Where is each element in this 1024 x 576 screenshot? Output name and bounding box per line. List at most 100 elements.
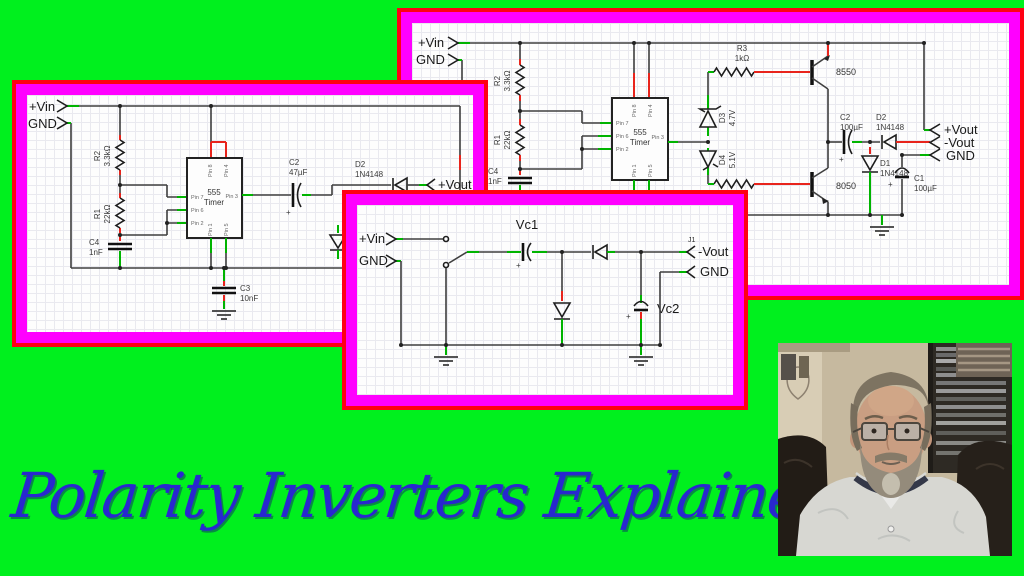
svg-text:C4: C4 [89, 238, 100, 247]
svg-text:R3: R3 [737, 44, 748, 53]
gnd-port-label: GND [28, 116, 57, 131]
gnd-port-label: GND [416, 52, 445, 67]
resistor-r3: R3 1kΩ [708, 44, 810, 78]
output-connector-icon [685, 245, 696, 279]
svg-text:R1: R1 [493, 134, 502, 145]
junction-dots [118, 104, 228, 270]
capacitor-c2: + C2 47µF [286, 158, 308, 217]
schematic-panel-center-border: +Vin GND Vc1 + [346, 194, 744, 406]
capacitor-vc2: + Vc2 [626, 252, 679, 345]
svg-text:Pin 5: Pin 5 [224, 223, 230, 236]
svg-text:D1: D1 [880, 159, 891, 168]
svg-text:22kΩ: 22kΩ [103, 205, 112, 224]
wire-heart-decor [786, 366, 810, 400]
switch [442, 235, 468, 345]
svg-text:100µF: 100µF [840, 123, 863, 132]
svg-text:C3: C3 [240, 284, 251, 293]
svg-text:+: + [516, 261, 521, 270]
svg-text:Pin 7: Pin 7 [191, 195, 204, 201]
capacitor-c2: + C2 100µF [828, 113, 863, 164]
ground-symbol [870, 215, 894, 236]
svg-text:555: 555 [633, 128, 647, 137]
transistor-8550: 8550 [810, 43, 856, 142]
svg-text:Pin 5: Pin 5 [648, 164, 654, 177]
junction-dots [399, 250, 662, 347]
svg-text:Pin 2: Pin 2 [616, 147, 629, 153]
capacitor-c1: + C1 100µF [888, 154, 937, 215]
vout-port-label: -Vout [698, 244, 729, 259]
page-title: Polarity Inverters Explained [8, 458, 844, 532]
svg-text:1N4148: 1N4148 [876, 123, 905, 132]
svg-text:Pin 3: Pin 3 [225, 194, 238, 200]
svg-text:R2: R2 [93, 150, 102, 161]
vin-port-label: +Vin [29, 99, 55, 114]
ic-555-timer: 555 Timer Pin 7 Pin 6 Pin 2 Pin 3 Pin 8 … [186, 106, 243, 268]
drawstring [887, 525, 895, 533]
zener-d3: D3 4.7V [697, 72, 737, 136]
svg-text:Timer: Timer [630, 138, 650, 147]
mustache [875, 452, 907, 463]
input-connector-icon [385, 232, 398, 268]
svg-text:D2: D2 [355, 160, 366, 169]
svg-text:C1: C1 [914, 174, 925, 183]
vout-pos-label: +Vout [944, 122, 978, 137]
svg-text:8550: 8550 [836, 67, 856, 77]
ground-symbol [212, 310, 236, 320]
circuit-left: +Vin GND R2 3.3kΩ R1 22kΩ C4 1nF [28, 99, 472, 320]
schematic-sheet-center: +Vin GND Vc1 + [357, 205, 733, 395]
presenter-illustration [778, 343, 1012, 556]
svg-text:1nF: 1nF [89, 248, 103, 257]
svg-text:Pin 1: Pin 1 [632, 164, 638, 177]
beard [859, 439, 923, 498]
nose [886, 434, 890, 451]
capacitor-vc1: Vc1 + [507, 217, 547, 270]
svg-text:Pin 4: Pin 4 [224, 164, 230, 177]
svg-text:555: 555 [207, 188, 221, 197]
svg-text:R2: R2 [493, 75, 502, 86]
svg-text:Pin 4: Pin 4 [648, 104, 654, 117]
svg-text:+: + [286, 208, 291, 217]
gnd-port-label: GND [359, 253, 388, 268]
media-shelf [928, 343, 1012, 473]
input-connector-icon [447, 36, 460, 67]
svg-text:D4: D4 [718, 154, 727, 165]
capacitor-c4: C4 1nF [89, 235, 132, 268]
circuit-right: +Vin GND R2 3.3kΩ R1 22kΩ C4 1nF [416, 35, 978, 236]
resistor-r2: R2 3.3kΩ [93, 106, 126, 185]
capacitor-c3: C3 10nF [212, 268, 258, 309]
svg-text:4.7V: 4.7V [728, 109, 737, 126]
eyebrows [864, 415, 918, 421]
svg-text:3.3kΩ: 3.3kΩ [503, 70, 512, 91]
svg-text:3.3kΩ: 3.3kΩ [103, 145, 112, 166]
vin-port-label: +Vin [418, 35, 444, 50]
svg-text:Vc1: Vc1 [516, 217, 538, 232]
output-connector-icon [928, 123, 941, 162]
svg-text:Pin 8: Pin 8 [632, 104, 638, 117]
eye-left [871, 428, 877, 434]
svg-text:10nF: 10nF [240, 294, 258, 303]
j1-label: J1 [688, 237, 696, 244]
ic-555-timer: 555 Timer Pin 7 Pin 6 Pin 2 Pin 3 Pin 8 … [611, 43, 669, 215]
zener-d4: D4 5.1V [698, 148, 737, 184]
svg-text:C4: C4 [488, 167, 499, 176]
presenter [796, 372, 990, 556]
resistor-r2: R2 3.3kΩ [493, 43, 526, 119]
vout-port-label: +Vout [438, 177, 472, 192]
schematic-panel-center: +Vin GND Vc1 + [342, 190, 748, 410]
diode-d2: D2 1N4148 [355, 160, 427, 194]
svg-text:1N4148: 1N4148 [880, 169, 909, 178]
vin-port-label: +Vin [359, 231, 385, 246]
svg-text:Pin 8: Pin 8 [208, 164, 214, 177]
diode-d2: D2 1N4148 [876, 113, 930, 151]
svg-text:+: + [839, 155, 844, 164]
hair [852, 372, 930, 417]
svg-text:Pin 3: Pin 3 [651, 135, 664, 141]
eye-right [904, 428, 910, 434]
transistor-8050: 8050 [810, 142, 856, 215]
svg-text:1nF: 1nF [488, 177, 502, 186]
svg-text:Pin 1: Pin 1 [208, 223, 214, 236]
svg-text:C2: C2 [840, 113, 851, 122]
svg-text:100µF: 100µF [914, 184, 937, 193]
diode-d1: D1 1N4148 [860, 147, 909, 215]
input-connector-icon [56, 99, 69, 130]
